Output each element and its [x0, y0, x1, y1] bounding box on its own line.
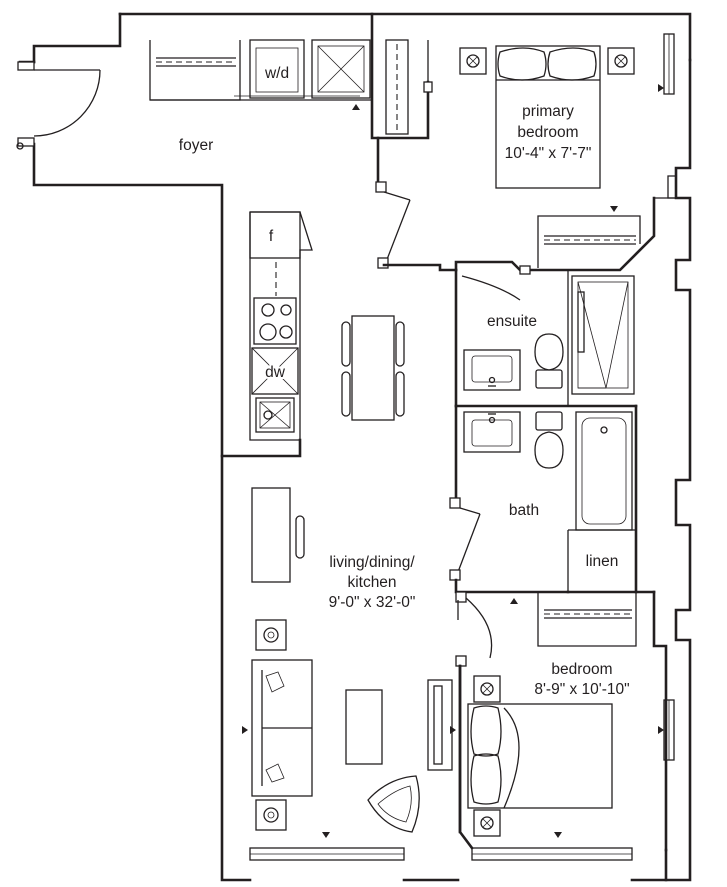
ensuite-toilet	[534, 333, 564, 389]
desk	[251, 487, 305, 583]
fridge-label: f	[269, 228, 274, 245]
primary-bedroom-label-2: bedroom	[517, 124, 578, 141]
ensuite-vanity	[463, 349, 521, 391]
ensuite-walls	[454, 265, 638, 408]
dishwasher-label: dw	[265, 364, 286, 381]
linen-label: linen	[586, 553, 619, 570]
shower	[571, 275, 635, 395]
bedroom-dims: 8'-9" x 10'-10"	[534, 681, 629, 698]
closet-primary	[537, 206, 641, 268]
room-labels: foyer primary bedroom 10'-4" x 7'-7" ens…	[179, 101, 630, 699]
kitchen-sink	[255, 397, 295, 433]
windows	[249, 33, 675, 861]
dining-table	[341, 315, 405, 421]
linen-closet	[567, 529, 636, 592]
bath-toilet	[534, 411, 564, 469]
primary-bedroom-walls	[454, 196, 676, 272]
living-furniture	[242, 619, 456, 833]
bath-vanity	[463, 411, 521, 453]
closet-foyer	[149, 40, 241, 101]
corridor-walls	[370, 12, 458, 272]
entry-door	[16, 61, 101, 150]
living-label-2: kitchen	[347, 574, 396, 591]
closet-bedroom	[537, 592, 637, 647]
living-partition	[457, 600, 462, 834]
living-dims: 9'-0" x 32'-0"	[329, 594, 416, 611]
bedroom-bed	[467, 675, 613, 837]
foyer-label: foyer	[179, 137, 213, 154]
dishwasher: dw	[251, 347, 299, 395]
washer-dryer-label: w/d	[264, 65, 289, 82]
cooktop	[253, 297, 297, 345]
exterior-walls	[18, 12, 692, 882]
washer-dryer: w/d	[249, 39, 305, 99]
fridge: f	[249, 211, 301, 259]
ensuite-label: ensuite	[487, 313, 537, 330]
primary-bedroom-label-1: primary	[522, 103, 574, 120]
bath-label: bath	[509, 502, 539, 519]
living-label-1: living/dining/	[329, 554, 415, 571]
hvac-closet	[311, 39, 371, 99]
bedroom-walls	[455, 590, 668, 852]
bath-walls	[449, 404, 656, 594]
bedroom-label: bedroom	[551, 661, 612, 678]
primary-bed	[459, 45, 635, 189]
primary-bedroom-dims: 10'-4" x 7'-7"	[505, 145, 592, 162]
bathtub	[575, 411, 633, 531]
